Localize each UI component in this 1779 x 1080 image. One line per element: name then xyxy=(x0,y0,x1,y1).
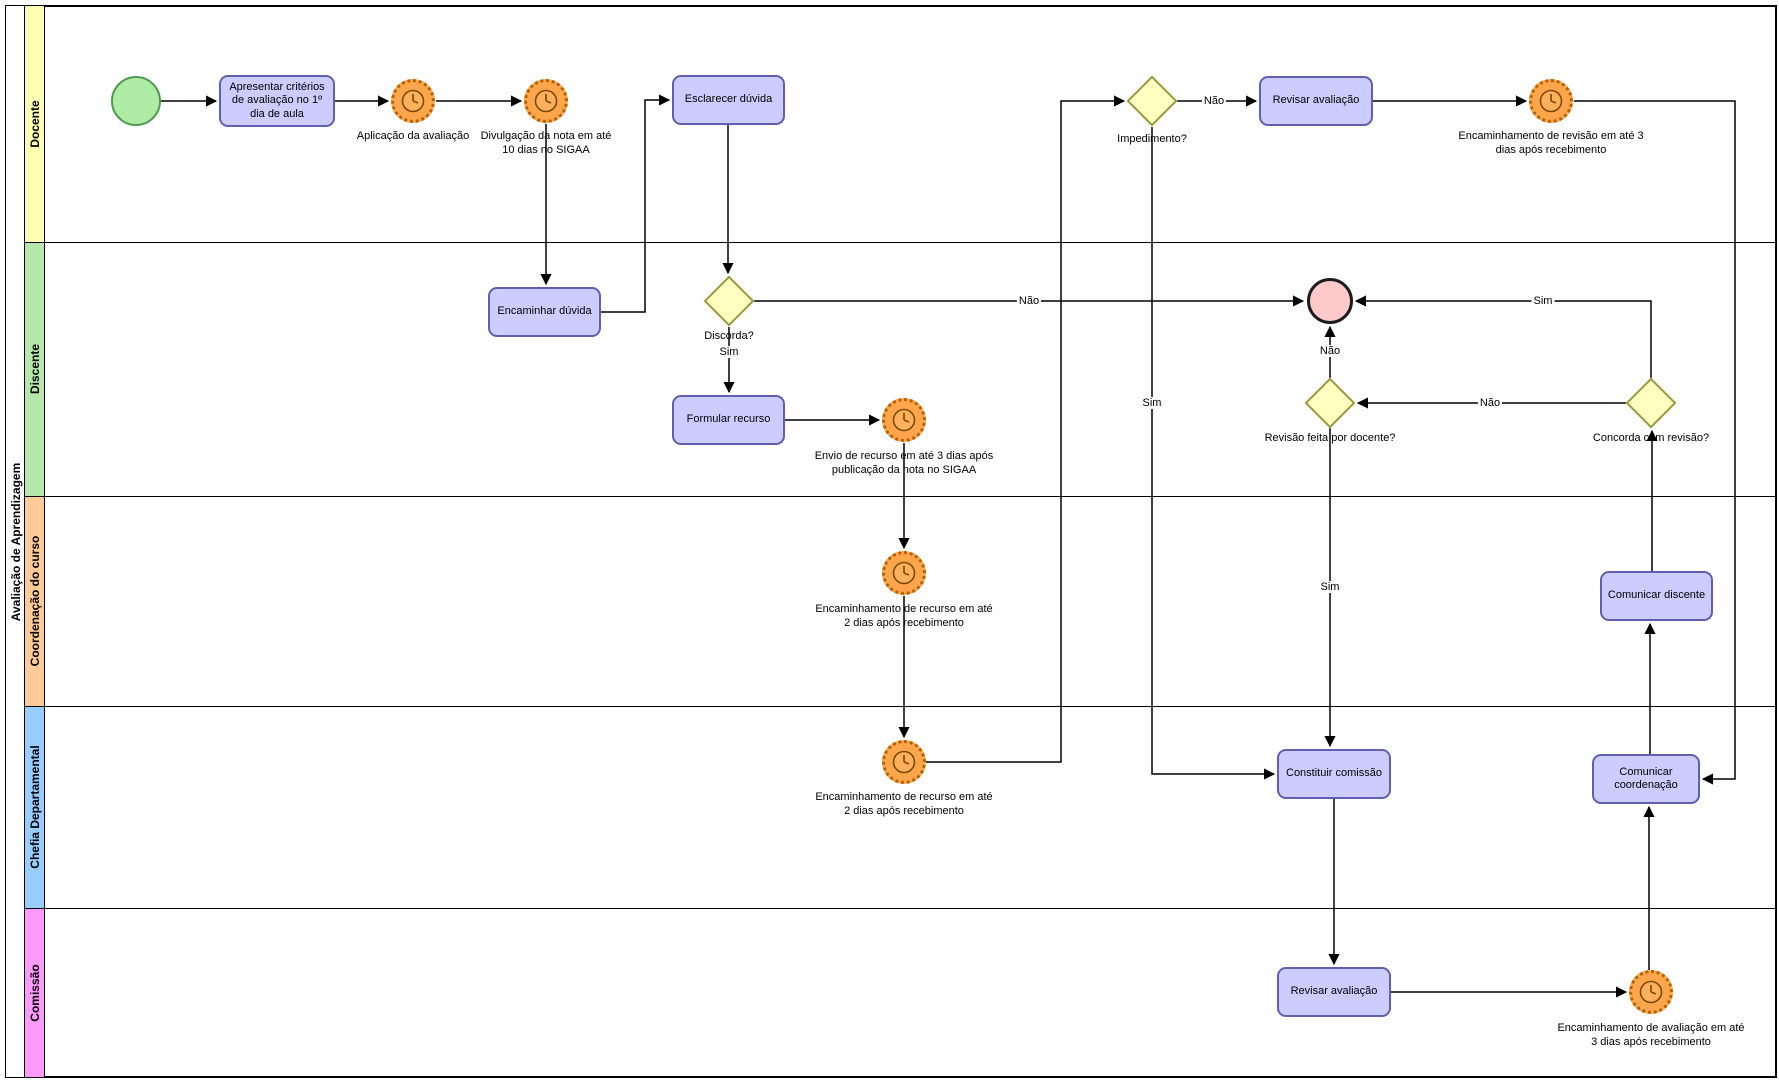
edge-label-concorda-sim: Sim xyxy=(1531,295,1555,307)
task-comunicar-coordenacao: Comunicar coordenação xyxy=(1592,754,1700,804)
clock-icon xyxy=(401,89,425,113)
task-esclarecer-duvida: Esclarecer dúvida xyxy=(672,75,785,125)
task-comunicar-discente: Comunicar discente xyxy=(1600,571,1713,621)
clock-icon xyxy=(892,750,916,774)
lane-strip-coordenacao xyxy=(25,496,45,706)
task-apresentar-criterios: Apresentar critérios de avaliação no 1º … xyxy=(219,75,335,127)
task-constituir-comissao: Constituir comissão xyxy=(1277,749,1391,799)
edge-label-revisao-sim: Sim xyxy=(1318,581,1342,593)
edge-label-concorda-nao: Não xyxy=(1477,397,1503,409)
edge-label-revisao-nao: Não xyxy=(1317,345,1343,357)
edge-label-discorda-nao: Não xyxy=(1016,295,1042,307)
label-timer-revisao: Encaminhamento de revisão em até 3 dias … xyxy=(1458,130,1644,156)
timer-event-divulgacao xyxy=(524,79,568,123)
label-timer-recurso-chefia: Encaminhamento de recurso em até 2 dias … xyxy=(815,791,993,817)
pool-label-strip xyxy=(6,6,25,1077)
label-gateway-impedimento: Impedimento? xyxy=(1117,133,1187,145)
lane-divider xyxy=(25,706,1776,707)
end-event xyxy=(1307,278,1353,324)
label-gateway-concorda: Concorda com revisão? xyxy=(1592,432,1710,444)
lane-divider xyxy=(25,908,1776,909)
label-gateway-discorda: Discorda? xyxy=(704,330,754,342)
task-formular-recurso: Formular recurso xyxy=(672,395,785,445)
timer-event-recurso-coordenacao xyxy=(882,551,926,595)
timer-event-avaliacao xyxy=(1629,970,1673,1014)
lane-strip-docente xyxy=(25,6,45,242)
lane-divider xyxy=(25,496,1776,497)
flow-recursochefia-impedimento xyxy=(926,95,1126,763)
task-revisar-avaliacao-docente: Revisar avaliação xyxy=(1259,76,1373,126)
clock-icon xyxy=(892,561,916,585)
flow-concorda-end-sim xyxy=(1354,295,1652,378)
lane-strip-discente xyxy=(25,242,45,496)
task-revisar-avaliacao-comissao: Revisar avaliação xyxy=(1277,967,1391,1017)
task-encaminhar-duvida: Encaminhar dúvida xyxy=(488,287,601,337)
label-gateway-revisao-docente: Revisão feita por docente? xyxy=(1264,432,1396,444)
label-timer-avaliacao: Encaminhamento de avaliação em até 3 dia… xyxy=(1557,1022,1745,1048)
clock-icon xyxy=(1639,980,1663,1004)
edge-label-impedimento-nao: Não xyxy=(1201,95,1227,107)
label-timer-divulgacao: Divulgação da nota em até 10 dias no SIG… xyxy=(480,130,612,156)
label-timer-recurso-coordenacao: Encaminhamento de recurso em até 2 dias … xyxy=(815,603,993,629)
timer-event-aplicacao xyxy=(391,79,435,123)
edge-label-discorda-sim: Sim xyxy=(717,346,741,358)
flow-timerrevisao-comunicarcoord xyxy=(1574,100,1736,785)
flow-encaminhar-esclarecer xyxy=(601,94,671,313)
lane-strip-comissao xyxy=(25,908,45,1077)
timer-event-envio xyxy=(882,398,926,442)
timer-event-revisao xyxy=(1529,79,1573,123)
flow-impedimento-constituir-sim xyxy=(1151,127,1276,780)
clock-icon xyxy=(892,408,916,432)
lane-strip-chefia xyxy=(25,706,45,908)
start-event xyxy=(111,76,161,126)
lane-divider xyxy=(25,242,1776,243)
label-timer-envio: Envio de recurso em até 3 dias após publ… xyxy=(814,450,994,476)
timer-event-recurso-chefia xyxy=(882,740,926,784)
edge-label-impedimento-sim: Sim xyxy=(1140,397,1164,409)
clock-icon xyxy=(534,89,558,113)
clock-icon xyxy=(1539,89,1563,113)
label-timer-aplicacao: Aplicação da avaliação xyxy=(356,130,470,142)
